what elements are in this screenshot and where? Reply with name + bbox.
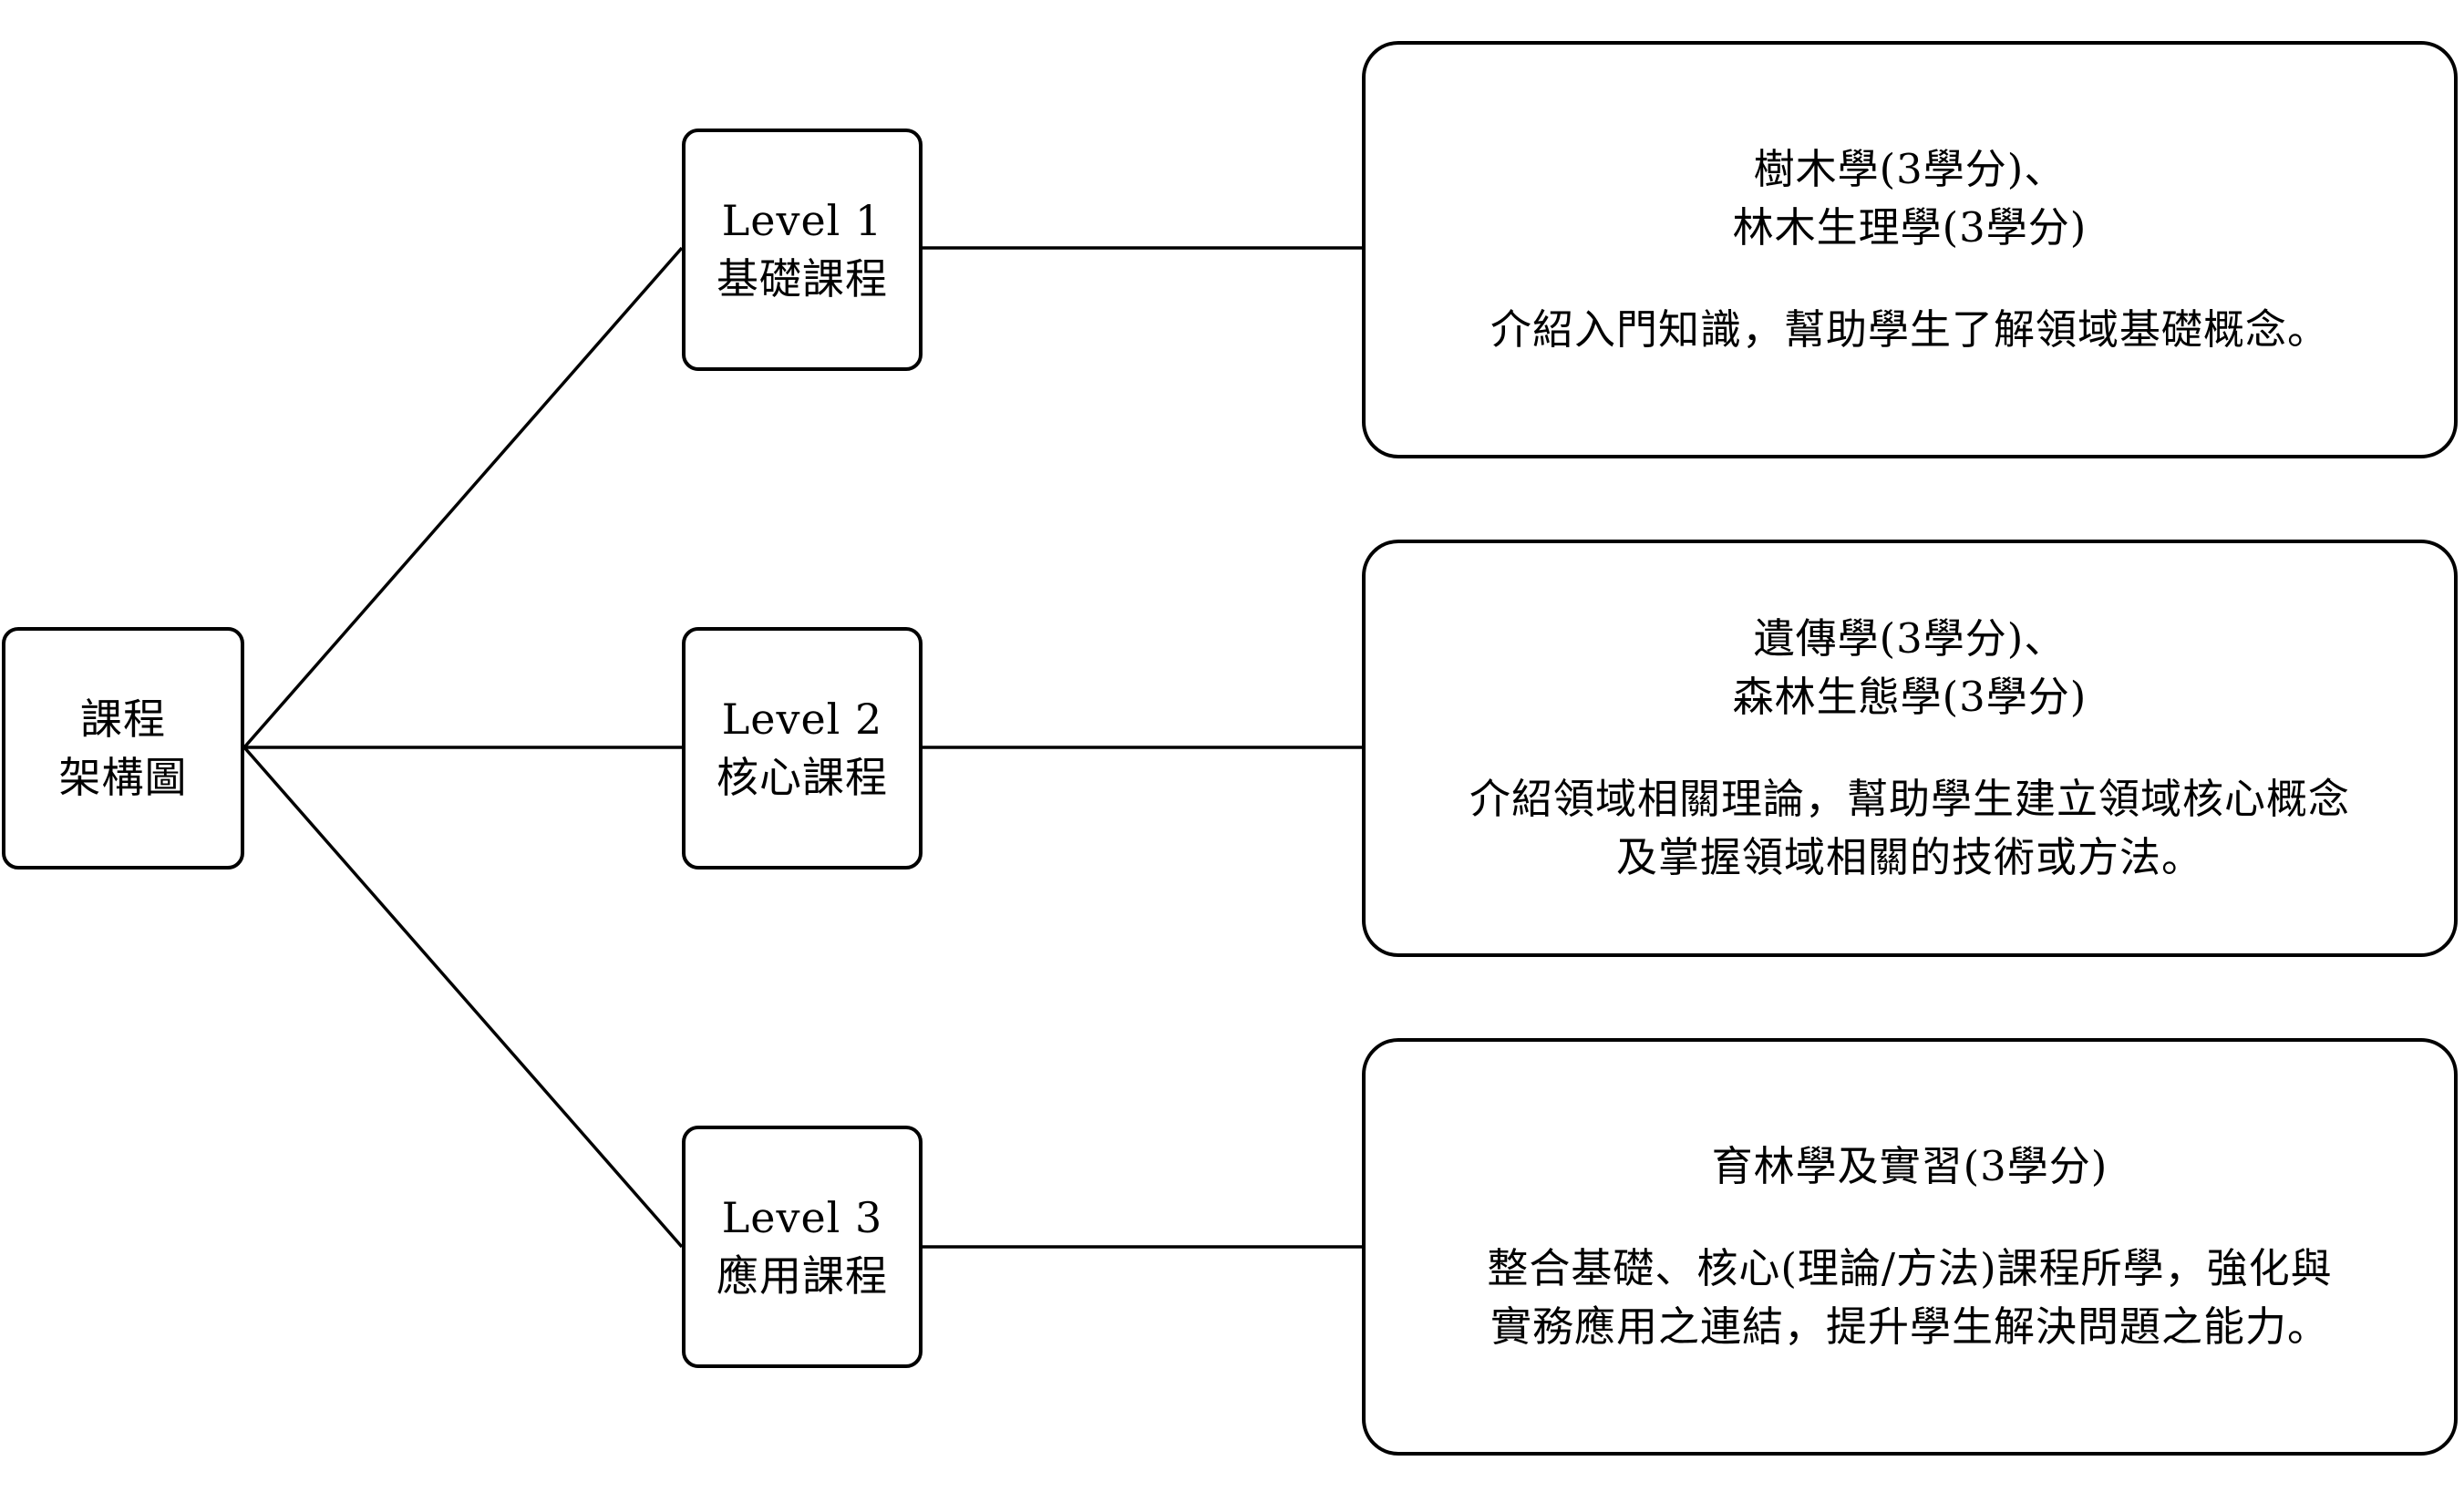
connector-root-level3 xyxy=(242,746,684,1249)
level-2-detail-box: 遺傳學(3學分)、 森林生態學(3學分) 介紹領域相關理論，幫助學生建立領域核心… xyxy=(1362,540,2458,957)
level-2-title: Level 2 xyxy=(721,695,883,744)
root-label-line-2: 架構圖 xyxy=(58,753,188,802)
level-2-course-2: 森林生態學(3學分) xyxy=(1732,673,2088,721)
level-2-node: Level 2 核心課程 xyxy=(682,627,923,869)
level-3-description: 整合基礎、核心(理論/方法)課程所學，強化與 實務應用之連結，提升學生解決問題之… xyxy=(1487,1240,2332,1356)
level-1-title: Level 1 xyxy=(721,196,883,245)
level-1-node: Level 1 基礎課程 xyxy=(682,129,923,371)
level-2-description-line-2: 及掌握領域相關的技術或方法。 xyxy=(1615,833,2203,881)
level-1-course-2: 林木生理學(3學分) xyxy=(1732,203,2088,252)
root-label-line-1: 課程 xyxy=(80,695,166,744)
level-1-courses: 樹木學(3學分)、 林木生理學(3學分) xyxy=(1733,140,2088,257)
level-3-subtitle: 應用課程 xyxy=(717,1251,888,1301)
connector-root-level1 xyxy=(242,246,684,749)
level-3-detail-box: 育林學及實習(3學分) 整合基礎、核心(理論/方法)課程所學，強化與 實務應用之… xyxy=(1362,1038,2458,1456)
level-2-description: 介紹領域相關理論，幫助學生建立領域核心概念 及掌握領域相關的技術或方法。 xyxy=(1469,770,2350,887)
level-1-detail-box: 樹木學(3學分)、 林木生理學(3學分) 介紹入門知識，幫助學生了解領域基礎概念… xyxy=(1362,41,2458,458)
level-1-subtitle: 基礎課程 xyxy=(717,254,888,304)
level-2-courses: 遺傳學(3學分)、 森林生態學(3學分) xyxy=(1733,610,2088,726)
level-2-course-1: 遺傳學(3學分)、 xyxy=(1753,614,2067,663)
level-3-node: Level 3 應用課程 xyxy=(682,1126,923,1368)
level-3-courses: 育林學及實習(3學分) xyxy=(1712,1137,2108,1196)
level-1-description: 介紹入門知識，幫助學生了解領域基礎概念。 xyxy=(1490,301,2329,359)
level-3-description-line-2: 實務應用之連結，提升學生解決問題之能力。 xyxy=(1490,1302,2329,1351)
level-3-course-1: 育林學及實習(3學分) xyxy=(1711,1142,2108,1190)
level-2-description-line-1: 介紹領域相關理論，幫助學生建立領域核心概念 xyxy=(1469,775,2350,823)
level-1-course-1: 樹木學(3學分)、 xyxy=(1753,145,2067,193)
root-node: 課程 架構圖 xyxy=(2,627,244,869)
level-3-title: Level 3 xyxy=(721,1193,883,1242)
level-1-description-line-1: 介紹入門知識，幫助學生了解領域基礎概念。 xyxy=(1490,305,2329,354)
level-2-subtitle: 核心課程 xyxy=(717,753,888,802)
level-3-description-line-1: 整合基礎、核心(理論/方法)課程所學，強化與 xyxy=(1487,1244,2333,1292)
